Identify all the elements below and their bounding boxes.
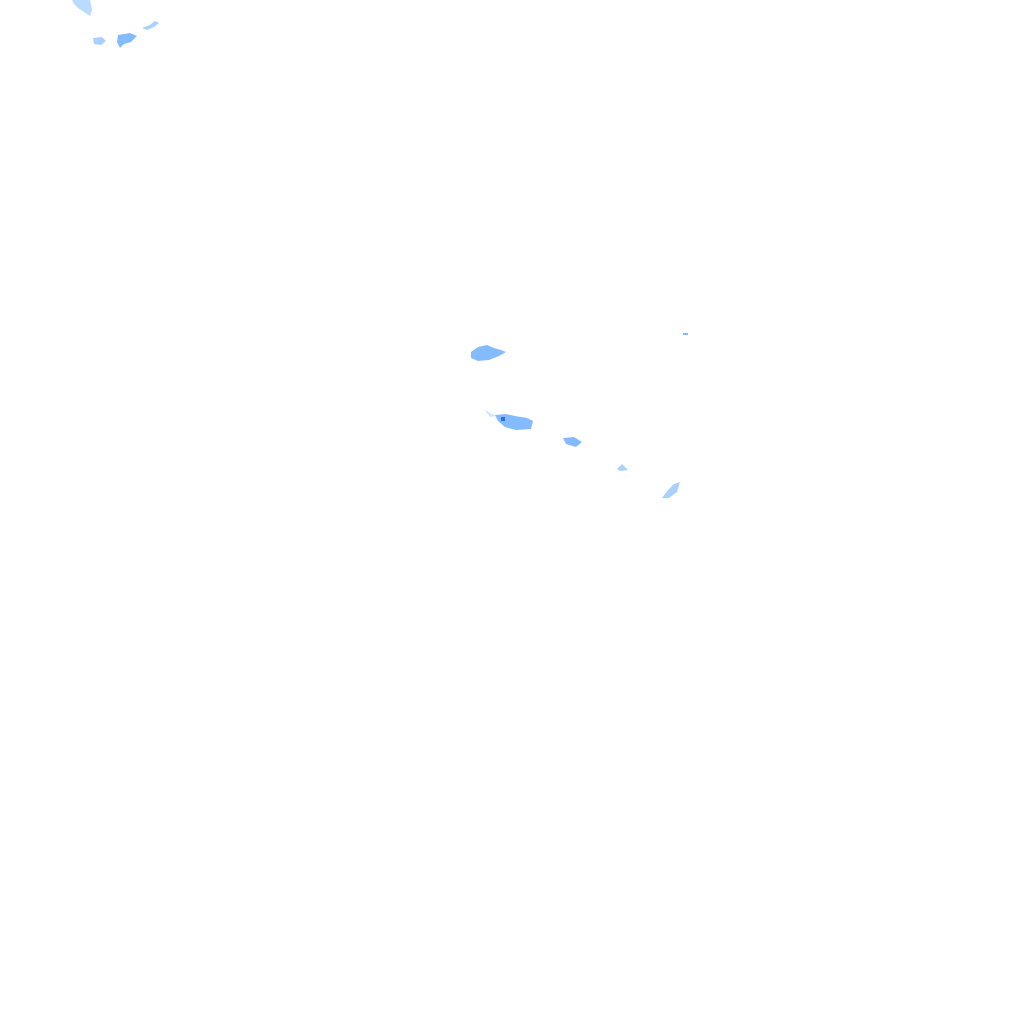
radar-echo (617, 464, 628, 471)
radar-echo-core (501, 417, 505, 421)
radar-echo (93, 37, 106, 45)
radar-echo (563, 437, 582, 447)
radar-echo (484, 409, 496, 417)
radar-echo (117, 33, 137, 48)
radar-echo (142, 21, 159, 30)
radar-echo (471, 345, 506, 361)
radar-echo (72, 0, 92, 16)
radar-echo (683, 333, 688, 335)
radar-echo (662, 482, 680, 498)
